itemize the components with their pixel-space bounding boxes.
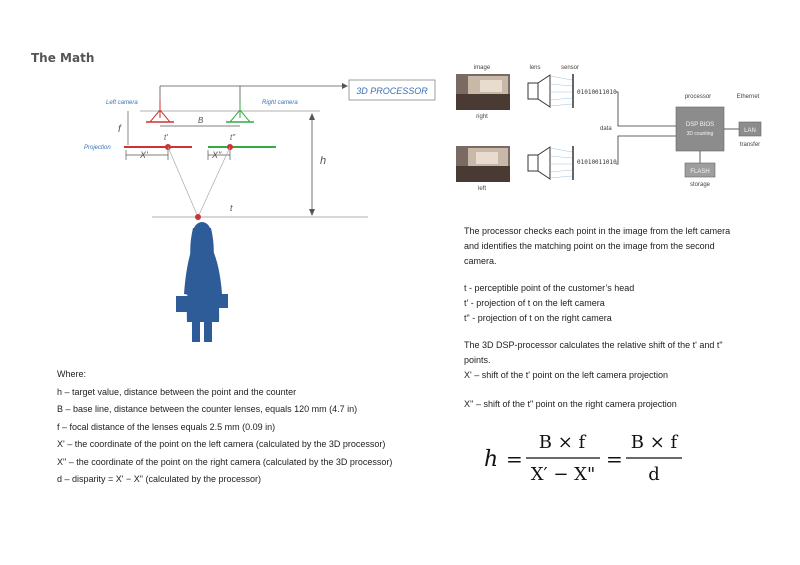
where-line: h – target value, distance between the p… xyxy=(57,386,297,397)
para1-line: and identifies the matching point on the… xyxy=(464,241,715,251)
para1-line: camera. xyxy=(464,256,497,266)
top-sensor-beam xyxy=(549,75,573,107)
definition-line: t' - projection of t on the left camera xyxy=(464,298,605,308)
lan-box xyxy=(738,121,762,137)
formula-eq1: = xyxy=(506,447,523,471)
x-double-label: X" xyxy=(211,150,222,160)
para2-line: The 3D DSP-processor calculates the rela… xyxy=(464,340,723,350)
para2-line: points. xyxy=(464,355,491,365)
formula-lhs: h xyxy=(484,447,498,472)
where-line: d – disparity = X' − X" (calculated by t… xyxy=(57,474,262,484)
top-data-line xyxy=(616,91,676,127)
formula-num1: B × f xyxy=(539,432,587,453)
dsp-box xyxy=(675,106,725,152)
t-double-label: t" xyxy=(230,133,236,142)
image-header: image xyxy=(474,65,491,71)
right-image-thumbnail xyxy=(456,74,510,110)
para1-line: The processor checks each point in the i… xyxy=(464,226,731,236)
formula-num2: B × f xyxy=(631,432,679,453)
transfer-label: transfer xyxy=(740,142,760,148)
lan-label: LAN xyxy=(744,128,756,134)
bottom-lens-icon xyxy=(527,146,551,180)
flash-label: FLASH xyxy=(690,169,709,175)
page-title: The Math xyxy=(31,51,95,65)
definition-line: t" - projection of t on the right camera xyxy=(464,313,612,323)
where-line: X' – the coordinate of the point on the … xyxy=(57,439,386,449)
flash-box xyxy=(684,162,716,178)
bottom-sensor-beam xyxy=(549,147,573,179)
processor-header: processor xyxy=(685,94,711,100)
disparity-formula: h = B × f X′ − X" = B × f d xyxy=(484,432,682,485)
para3-line: X'' – shift of the t" point on the right… xyxy=(464,399,677,409)
explanation-block: The processor checks each point in the i… xyxy=(464,224,730,412)
left-image-thumbnail xyxy=(456,146,510,182)
top-lens-icon xyxy=(527,74,551,108)
left-image-label: left xyxy=(478,186,486,192)
storage-label: storage xyxy=(690,182,711,188)
pipeline-diagram: image lens sensor processor Ethernet rig… xyxy=(456,65,762,192)
height-label: h xyxy=(320,155,326,167)
formula-eq2: = xyxy=(606,447,623,471)
lens-header: lens xyxy=(529,65,540,71)
left-ray xyxy=(167,146,199,218)
left-camera-label: Left camera xyxy=(106,100,138,106)
para2-line: X' – shift of the t' point on the left c… xyxy=(464,370,669,380)
projection-label: Projection xyxy=(84,145,111,151)
where-line: X" – the coordinate of the point on the … xyxy=(57,456,393,467)
sensor-header: sensor xyxy=(561,65,579,71)
processor-arrow-head xyxy=(342,83,348,89)
customer-silhouette xyxy=(176,222,228,342)
dsp-label-2: 3D counting xyxy=(687,131,714,137)
definition-line: t - perceptible point of the customer’s … xyxy=(464,283,635,293)
top-binary: 01010011010 xyxy=(577,89,617,96)
target-point xyxy=(195,214,201,220)
where-heading: Where: xyxy=(57,369,87,379)
baseline-label: B xyxy=(198,116,204,125)
ethernet-header: Ethernet xyxy=(737,94,760,100)
stereo-vision-diagram: 3D PROCESSOR Left camera Right camera B … xyxy=(84,79,436,342)
processor-box xyxy=(348,79,436,101)
where-line: f – focal distance of the lenses equals … xyxy=(57,421,276,432)
where-block: Where: h – target value, distance betwee… xyxy=(57,366,392,489)
data-label: data xyxy=(600,126,612,132)
right-image-label: right xyxy=(476,114,488,120)
where-line: B – base line, distance between the coun… xyxy=(57,404,358,414)
target-label: t xyxy=(230,203,233,213)
formula-den1: X′ − X" xyxy=(531,464,596,485)
formula-den2: d xyxy=(648,464,660,485)
right-ray xyxy=(197,146,231,218)
processor-label: 3D PROCESSOR xyxy=(356,86,428,96)
bottom-data-line xyxy=(616,135,676,165)
right-camera-label: Right camera xyxy=(262,100,298,106)
t-prime-label: t' xyxy=(164,133,168,142)
focal-label: f xyxy=(118,124,122,135)
dsp-label-1: DSP BIOS xyxy=(686,122,714,128)
x-prime-label: X' xyxy=(139,150,148,160)
bottom-binary: 01010011010 xyxy=(577,159,617,166)
